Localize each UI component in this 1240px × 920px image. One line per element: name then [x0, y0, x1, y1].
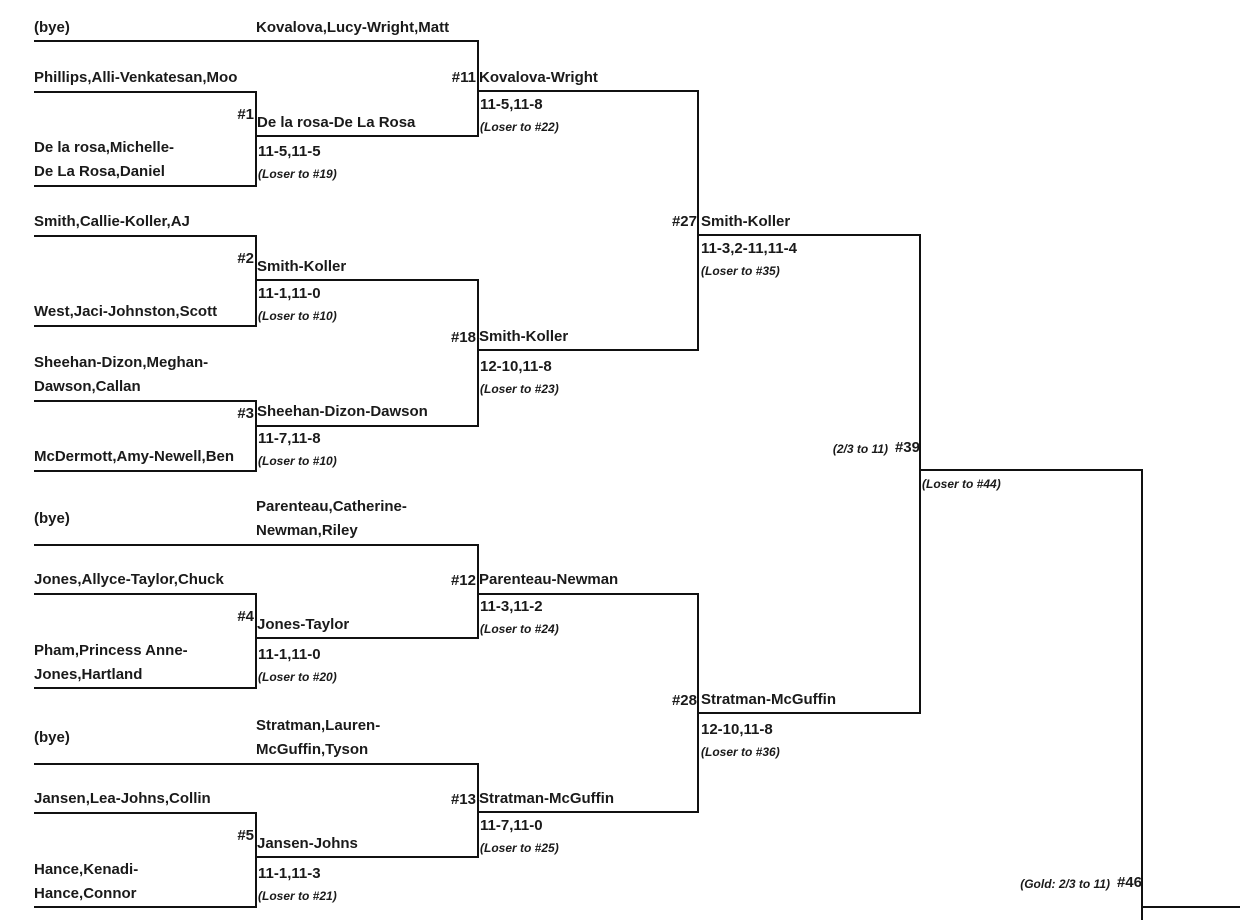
match-score: 11-1,11-3 — [258, 865, 321, 882]
bracket-line — [256, 279, 479, 427]
loser-note: (Loser to #23) — [480, 382, 559, 396]
match-number: #28 — [671, 692, 697, 709]
match-number: #3 — [237, 405, 254, 422]
match-score: 11-7,11-8 — [258, 430, 321, 447]
match-number: #4 — [237, 608, 254, 625]
entry-jansen-johns: Jansen,Lea-Johns,Collin — [34, 790, 211, 807]
bracket-line — [34, 91, 257, 187]
match-score: 11-3,2-11,11-4 — [701, 240, 797, 257]
entry-parenteau-newman-line2: Newman,Riley — [256, 522, 358, 539]
match-winner: Smith-Koller — [701, 213, 791, 230]
match-winner: Stratman-McGuffin — [479, 790, 614, 807]
entry-sheehan-dizon-line2: Dawson,Callan — [34, 378, 141, 395]
bracket-line — [920, 469, 1143, 920]
bracket-line — [478, 593, 699, 813]
bracket-line — [256, 40, 479, 137]
match-number: #12 — [450, 572, 476, 589]
entry-bye: (bye) — [34, 510, 70, 527]
match-winner: Smith-Koller — [257, 258, 347, 275]
bracket-line — [256, 544, 479, 639]
loser-note: (Loser to #36) — [701, 745, 780, 759]
match-score: 11-1,11-0 — [258, 646, 321, 663]
match-score: 12-10,11-8 — [480, 358, 552, 375]
loser-note: (Loser to #21) — [258, 889, 337, 903]
loser-note: (Loser to #22) — [480, 120, 559, 134]
entry-bye: (bye) — [34, 729, 70, 746]
match-number: #27 — [671, 213, 697, 230]
entry-hance-line2: Hance,Connor — [34, 885, 137, 902]
entry-jones-taylor: Jones,Allyce-Taylor,Chuck — [34, 571, 224, 588]
loser-note: (Loser to #24) — [480, 622, 559, 636]
match-score: 12-10,11-8 — [701, 721, 773, 738]
match-winner: De la rosa-De La Rosa — [257, 114, 416, 131]
entry-sheehan-dizon-line1: Sheehan-Dizon,Meghan- — [34, 354, 209, 371]
entry-phillips-venkatesan: Phillips,Alli-Venkatesan,Moo — [34, 69, 238, 86]
loser-note: (Loser to #10) — [258, 309, 337, 323]
match-winner: Kovalova-Wright — [479, 69, 598, 86]
match-winner: Stratman-McGuffin — [701, 691, 836, 708]
match-format: (Gold: 2/3 to 11) — [1020, 877, 1110, 891]
loser-note: (Loser to #10) — [258, 454, 337, 468]
entry-parenteau-newman-line1: Parenteau,Catherine- — [256, 498, 407, 515]
entry-pham-jones-line1: Pham,Princess Anne- — [34, 642, 188, 659]
entry-pham-jones-line2: Jones,Hartland — [34, 666, 143, 683]
match-winner: Smith-Koller — [479, 328, 569, 345]
match-number: #39 — [894, 439, 920, 456]
loser-note: (Loser to #44) — [922, 477, 1001, 491]
match-number: #1 — [237, 106, 254, 123]
bracket-line — [34, 593, 257, 689]
entry-stratman-mcguffin-line1: Stratman,Lauren- — [256, 717, 381, 734]
match-number: #18 — [450, 329, 476, 346]
loser-note: (Loser to #20) — [258, 670, 337, 684]
entry-kovalova-wright: Kovalova,Lucy-Wright,Matt — [256, 19, 450, 36]
entry-mcdermott-newell: McDermott,Amy-Newell,Ben — [34, 448, 235, 465]
bracket-line — [478, 90, 699, 351]
match-number: #13 — [450, 791, 476, 808]
bracket-line — [34, 812, 257, 908]
match-winner: Parenteau-Newman — [479, 571, 619, 588]
bracket-line — [698, 234, 921, 714]
match-score: 11-7,11-0 — [480, 817, 543, 834]
match-winner: Jones-Taylor — [257, 616, 350, 633]
loser-note: (Loser to #19) — [258, 167, 337, 181]
match-format: (2/3 to 11) — [832, 442, 888, 456]
match-number: #2 — [237, 250, 254, 267]
match-number: #5 — [237, 827, 254, 844]
match-winner: Jansen-Johns — [257, 835, 358, 852]
bracket-line — [34, 400, 257, 472]
entry-west-johnston: West,Jaci-Johnston,Scott — [34, 303, 218, 320]
loser-note: (Loser to #25) — [480, 841, 559, 855]
match-number: #11 — [451, 69, 476, 86]
loser-note: (Loser to #35) — [701, 264, 780, 278]
match-winner: Sheehan-Dizon-Dawson — [257, 403, 428, 420]
entry-smith-koller: Smith,Callie-Koller,AJ — [34, 213, 190, 230]
entry-de-la-rosa-line1: De la rosa,Michelle- — [34, 139, 175, 156]
entry-de-la-rosa-line2: De La Rosa,Daniel — [34, 163, 165, 180]
match-score: 11-5,11-5 — [258, 143, 321, 160]
match-number: #46 — [1116, 874, 1142, 891]
match-score: 11-5,11-8 — [480, 96, 543, 113]
match-score: 11-3,11-2 — [480, 598, 543, 615]
bracket-line — [256, 763, 479, 858]
entry-hance-line1: Hance,Kenadi- — [34, 861, 139, 878]
entry-stratman-mcguffin-line2: McGuffin,Tyson — [256, 741, 369, 758]
entry-bye: (bye) — [34, 19, 70, 36]
match-score: 11-1,11-0 — [258, 285, 321, 302]
